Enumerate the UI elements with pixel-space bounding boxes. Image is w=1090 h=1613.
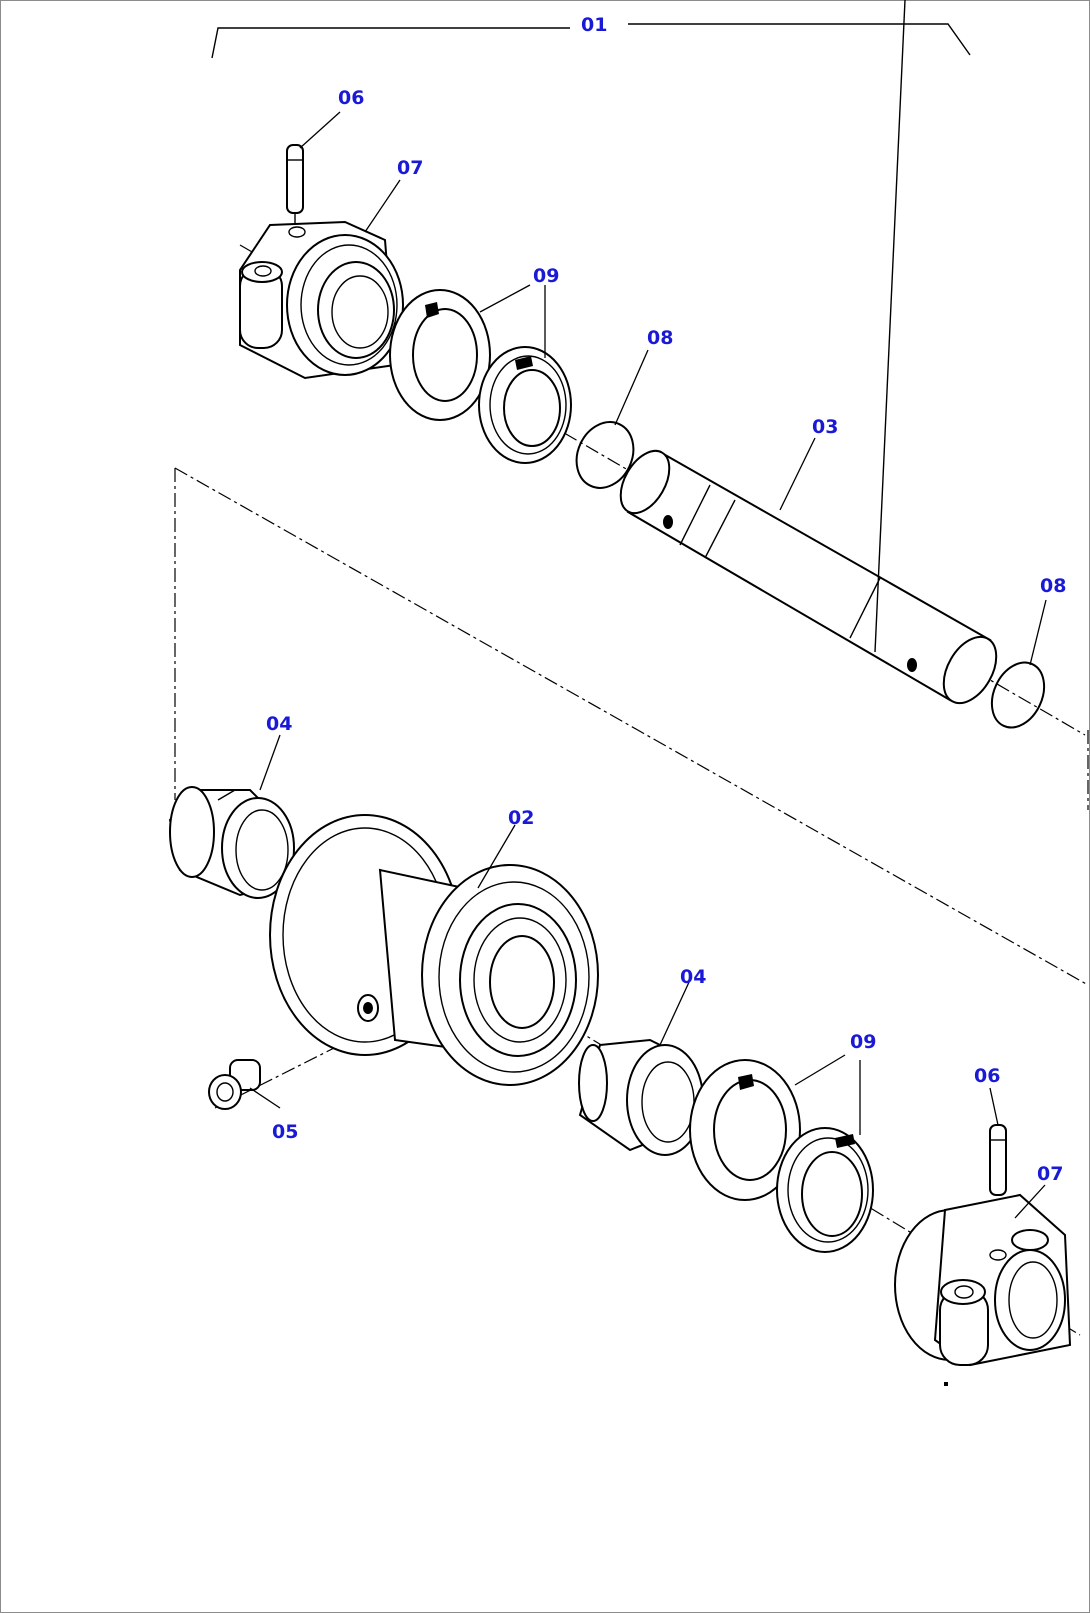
assembly-bracket (211, 23, 971, 59)
o-ring-upper (575, 421, 635, 489)
callouts: 01 06 07 09 08 03 08 04 02 04 09 06 05 0… (266, 14, 1066, 1185)
housing-upper (239, 220, 404, 380)
callout-09-lower: 09 (850, 1031, 876, 1053)
pin-upper (286, 144, 304, 232)
reference-dot (944, 1382, 948, 1386)
callout-06-upper: 06 (338, 87, 364, 109)
callout-05: 05 (272, 1121, 298, 1143)
callout-01: 01 (581, 14, 607, 36)
callout-08-lower: 08 (1040, 575, 1066, 597)
callout-04-right: 04 (680, 966, 706, 988)
o-ring-lower (990, 661, 1046, 729)
housing-lower (894, 1193, 1072, 1367)
callout-09-upper: 09 (533, 265, 559, 287)
seal-upper (389, 289, 572, 464)
bushing-left (168, 786, 295, 899)
callout-07-upper: 07 (397, 157, 423, 179)
callout-06-lower: 06 (974, 1065, 1000, 1087)
pin-lower (989, 1124, 1007, 1196)
shaft (619, 0, 998, 705)
plug (208, 1059, 261, 1110)
callout-07-lower: 07 (1037, 1163, 1063, 1185)
roller (269, 814, 599, 1086)
seal-lower (689, 1059, 874, 1253)
bushing-right (578, 1038, 704, 1156)
construction-lines (174, 244, 1089, 1336)
leader-lines (249, 111, 1047, 1219)
callout-03: 03 (812, 416, 838, 438)
callout-08-upper: 08 (647, 327, 673, 349)
callout-04-left: 04 (266, 713, 292, 735)
callout-02: 02 (508, 807, 534, 829)
